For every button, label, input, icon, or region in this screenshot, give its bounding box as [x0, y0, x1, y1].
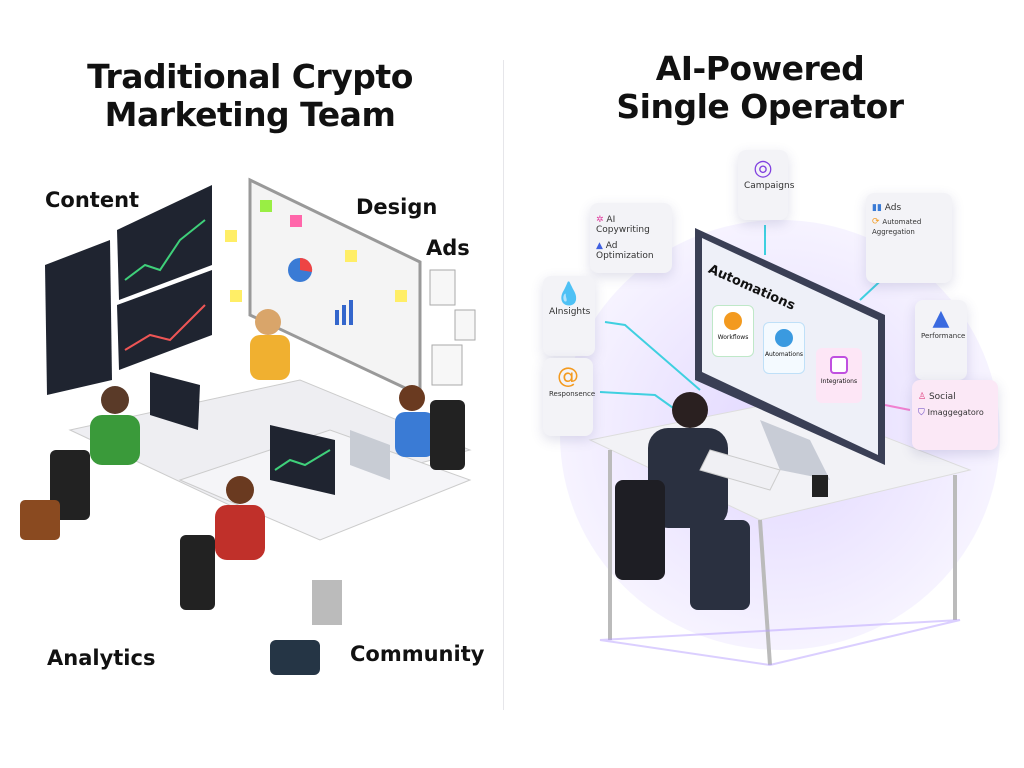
card-insights[interactable]: 💧AInsights [543, 276, 595, 356]
label-content: Content [45, 188, 140, 212]
card-performance[interactable]: ▲Performance [915, 300, 967, 380]
card-label: Ads [884, 203, 902, 213]
operator-person [672, 392, 708, 428]
card-label: Social [928, 392, 956, 402]
right-title-line1: AI-Powered [655, 49, 865, 88]
tile-workflows[interactable]: Workflows [712, 305, 754, 357]
wall-monitor-1 [45, 240, 112, 395]
person-blue [399, 385, 425, 411]
tile-label: Integrations [820, 378, 858, 385]
card-label: Campaigns [744, 181, 795, 191]
card-responses[interactable]: @Responsence [543, 358, 596, 436]
card-ads[interactable]: ▮▮ Ads ⟳ Automated Aggregation [866, 193, 952, 283]
tile-automations[interactable]: Automations [763, 322, 805, 374]
person-green [101, 386, 129, 414]
chair-1 [50, 450, 90, 520]
keyboard [699, 449, 781, 491]
chair-3 [430, 400, 465, 470]
card-label: AInsights [549, 307, 591, 317]
tile-label: Workflows [717, 334, 749, 341]
trash-bin [312, 580, 342, 625]
card-label: Responsence [549, 390, 596, 398]
chair-2 [180, 535, 215, 610]
bag [20, 500, 60, 540]
users-icon: ♙ [918, 392, 929, 402]
left-title-line1: Traditional Crypto [87, 57, 413, 96]
tile-label: Automations [764, 351, 804, 358]
label-analytics: Analytics [47, 646, 156, 670]
card-ai-tools[interactable]: ✲ AI Copywriting ▲ Ad Optimization [590, 203, 672, 273]
refresh-icon: ⟳ [872, 217, 883, 227]
bar-chart-icon: ▮▮ [872, 203, 885, 213]
person-yellow [255, 309, 281, 335]
monitor-stand [760, 420, 830, 480]
laptop-1 [150, 372, 200, 430]
a-logo-icon: ▲ [596, 241, 606, 251]
droplet-icon: 💧 [555, 282, 583, 307]
operator-chair [615, 480, 665, 580]
right-title-line2: Single Operator [616, 87, 904, 126]
performance-logo-icon: ▲ [932, 306, 950, 331]
laptop-2 [350, 430, 390, 480]
card-label: Automated Aggregation [872, 218, 922, 236]
right-title: AI-Powered Single Operator [560, 50, 960, 126]
shield-icon: ⛉ [918, 408, 928, 418]
tile-integrations[interactable]: Integrations [816, 348, 862, 403]
label-design: Design [356, 195, 438, 219]
target-icon: ◎ [753, 156, 773, 181]
at-icon: @ [557, 364, 579, 389]
card-label: Imaggegatoro [927, 408, 984, 417]
wall-monitor-2 [117, 185, 212, 300]
left-title-line2: Marketing Team [104, 95, 396, 134]
card-label: Ad Optimization [596, 241, 654, 261]
sparkle-icon: ✲ [596, 215, 607, 225]
person-red [226, 476, 254, 504]
card-label: AI Copywriting [596, 215, 650, 235]
card-label: Performance [921, 332, 966, 340]
card-social[interactable]: ♙ Social ⛉ Imaggegatoro [912, 380, 998, 450]
pen-cup [812, 475, 828, 497]
label-ads: Ads [426, 236, 470, 260]
desk-monitor [270, 425, 335, 495]
card-campaigns[interactable]: ◎Campaigns [738, 150, 794, 220]
divider [503, 60, 504, 710]
label-community: Community [350, 642, 485, 666]
bag-2 [270, 640, 320, 675]
wall-monitor-3 [117, 270, 212, 370]
left-title: Traditional Crypto Marketing Team [40, 58, 460, 134]
